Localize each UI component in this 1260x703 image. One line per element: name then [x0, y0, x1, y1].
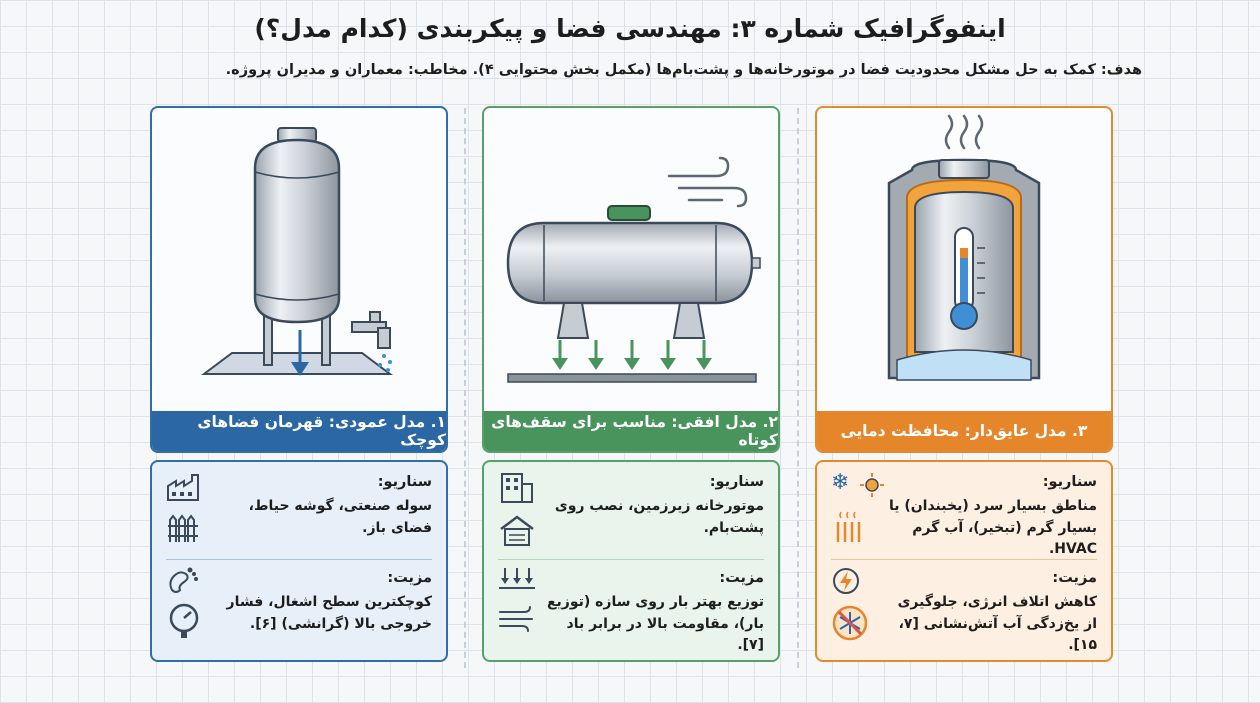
page-title: اینفوگرافیک شماره ۳: مهندسی فضا و پیکربن… — [254, 14, 1006, 43]
scenario-label: سناریو: — [377, 474, 432, 490]
vertical-model-card: ۱. مدل عمودی: قهرمان فضاهای کوچک — [150, 106, 448, 453]
benefit-text: کاهش اتلاف انرژی، جلوگیری از یخ‌زدگی آب … — [897, 594, 1097, 654]
scenario-label: سناریو: — [709, 474, 764, 490]
benefit-label: مزیت: — [719, 570, 764, 586]
snowflake-icon: ❄ — [831, 470, 850, 495]
no-freeze-icon — [832, 605, 868, 641]
horizontal-model-title: ۲. مدل افقی: مناسب برای سقف‌های کوتاه — [484, 411, 778, 451]
garage-icon — [500, 515, 534, 546]
scenario-label: سناریو: — [1042, 474, 1097, 490]
benefit-text: کوچکترین سطح اشغال، فشار خروجی بالا (گرا… — [226, 594, 432, 632]
energy-icon — [833, 568, 859, 594]
load-distribution-arrows — [552, 340, 712, 370]
vertical-tank-illustration — [201, 127, 393, 376]
benefit-text: توزیع بهتر بار روی سازه (توزیع بار)، مقا… — [546, 594, 764, 654]
pressure-gauge-icon — [169, 603, 199, 638]
sun-icon — [860, 473, 884, 497]
divider — [831, 559, 1097, 560]
page-subtitle: هدف: کمک به حل مشکل محدودیت فضا در موتور… — [225, 62, 1142, 78]
wind-icon — [667, 156, 748, 208]
vertical-model-info: سناریو: سوله صنعتی، گوشه حیاط، فضای باز.… — [150, 460, 448, 662]
scenario-text: سوله صنعتی، گوشه حیاط، فضای باز. — [248, 498, 432, 536]
scenario-text: موتورخانه زیرزمین، نصب روی پشت‌بام. — [554, 498, 764, 536]
horizontal-tank-illustration — [506, 156, 761, 383]
insulated-model-info: سناریو: مناطق بسیار سرد (یخبندان) یا بسی… — [815, 460, 1113, 662]
steam-icon — [944, 114, 984, 150]
vertical-model-title: ۱. مدل عمودی: قهرمان فضاهای کوچک — [152, 411, 446, 451]
column-separator — [797, 108, 799, 668]
factory-icon — [167, 474, 199, 501]
horizontal-model-card: ۲. مدل افقی: مناسب برای سقف‌های کوتاه — [482, 106, 780, 453]
insulated-tank-illustration — [887, 114, 1041, 381]
wind-icon — [499, 606, 533, 632]
benefit-label: مزیت: — [387, 570, 432, 586]
horizontal-model-info: سناریو: موتورخانه زیرزمین، نصب روی پشت‌ب… — [482, 460, 780, 662]
scenario-text: مناطق بسیار سرد (یخبندان) یا بسیار گرم (… — [888, 498, 1097, 558]
footprint-icon — [169, 567, 198, 593]
column-separator — [464, 108, 466, 668]
building-icon — [501, 473, 533, 503]
fence-icon — [168, 514, 198, 542]
divider — [498, 559, 764, 560]
benefit-label: مزیت: — [1052, 570, 1097, 586]
divider — [166, 559, 432, 560]
load-arrows-icon — [499, 568, 535, 589]
radiator-icon — [836, 511, 861, 542]
insulated-model-card: ۳. مدل عایق‌دار: محافظت دمایی — [815, 106, 1113, 453]
insulated-model-title: ۳. مدل عایق‌دار: محافظت دمایی — [817, 411, 1111, 451]
